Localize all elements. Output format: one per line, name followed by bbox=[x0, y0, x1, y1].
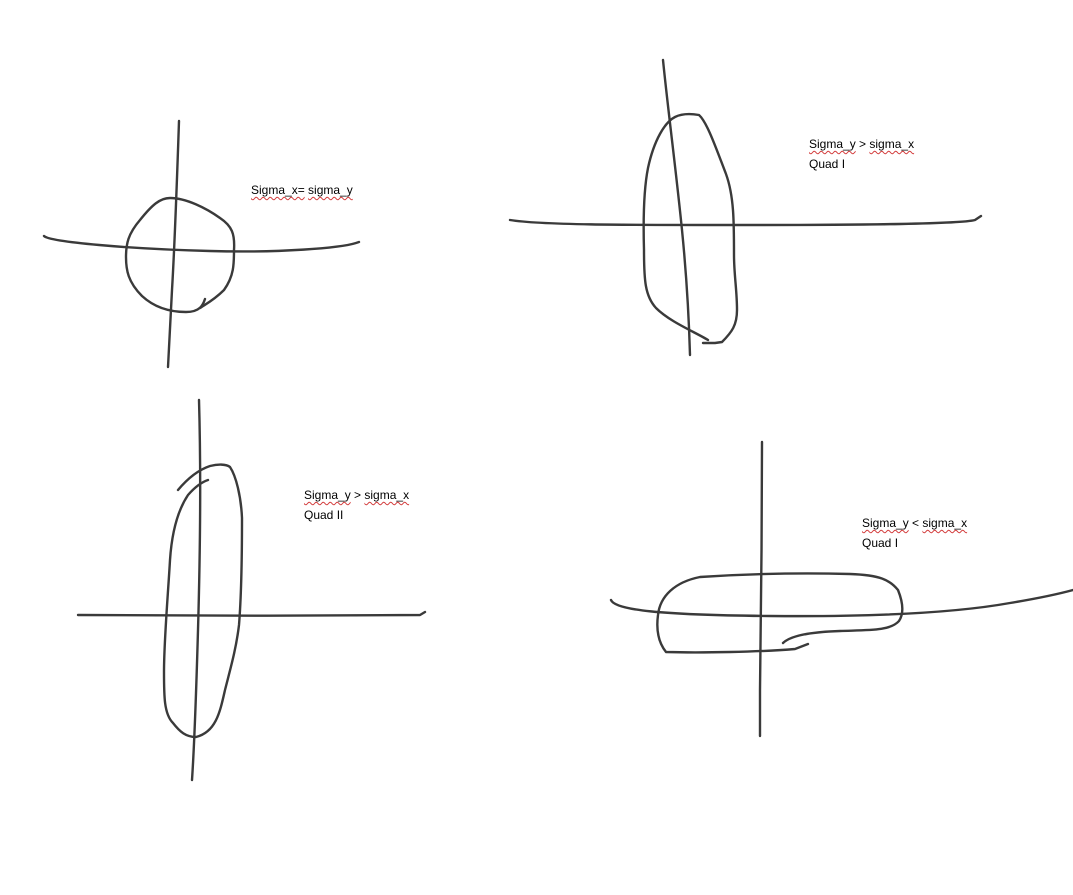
panel-2-caption-word: sigma_x bbox=[869, 137, 915, 151]
panel-3-caption-operator: > bbox=[354, 488, 362, 502]
panel-2-sketch bbox=[508, 58, 983, 357]
panel-2-vertical-ellipse bbox=[642, 112, 739, 345]
panel-4-sketch bbox=[609, 440, 1073, 738]
panel-1-caption-line: Sigma_x= sigma_y bbox=[251, 180, 353, 200]
panel-3-caption-word: sigma_x bbox=[364, 488, 410, 502]
panel-3-caption-line: Sigma_y > sigma_x bbox=[304, 485, 409, 505]
panel-2-caption: Sigma_y > sigma_x Quad I bbox=[809, 134, 914, 174]
panel-1-sketch bbox=[42, 119, 361, 369]
panel-1-vertical-axis bbox=[166, 119, 181, 369]
panel-4-caption-word: Sigma_y bbox=[862, 516, 909, 530]
panel-2-caption-operator: > bbox=[859, 137, 867, 151]
panel-4-subcaption: Quad I bbox=[862, 536, 899, 550]
panel-2-caption-line: Sigma_y > sigma_x bbox=[809, 134, 914, 154]
panel-4-horizontal-ellipse bbox=[656, 572, 904, 654]
panel-3-vertical-ellipse bbox=[162, 463, 244, 739]
panel-1-caption-word: Sigma_x= bbox=[251, 183, 305, 197]
panel-3-horizontal-axis bbox=[76, 610, 427, 617]
panel-1-circular-ellipse bbox=[124, 196, 236, 314]
panel-4-caption: Sigma_y < sigma_x Quad I bbox=[862, 513, 967, 553]
panel-3-caption: Sigma_y > sigma_x Quad II bbox=[304, 485, 409, 525]
panel-2-vertical-axis bbox=[661, 58, 692, 357]
panel-1-caption: Sigma_x= sigma_y bbox=[251, 180, 353, 200]
panel-3-subcaption: Quad II bbox=[304, 508, 344, 522]
panel-2-subcaption: Quad I bbox=[809, 157, 846, 171]
panel-3-caption-word: Sigma_y bbox=[304, 488, 351, 502]
panel-4-vertical-axis bbox=[758, 440, 764, 738]
panel-4-caption-word: sigma_x bbox=[922, 516, 968, 530]
panel-2-caption-word: Sigma_y bbox=[809, 137, 856, 151]
panel-3-sketch bbox=[76, 398, 427, 782]
panel-2-horizontal-axis bbox=[508, 214, 983, 227]
panel-3-vertical-axis bbox=[190, 398, 202, 782]
panel-4-horizontal-axis bbox=[609, 588, 1073, 618]
panel-1-horizontal-axis bbox=[42, 234, 361, 253]
panel-4-caption-operator: < bbox=[912, 516, 920, 530]
panel-1-caption-word: sigma_y bbox=[308, 183, 353, 197]
panel-4-caption-line: Sigma_y < sigma_x bbox=[862, 513, 967, 533]
